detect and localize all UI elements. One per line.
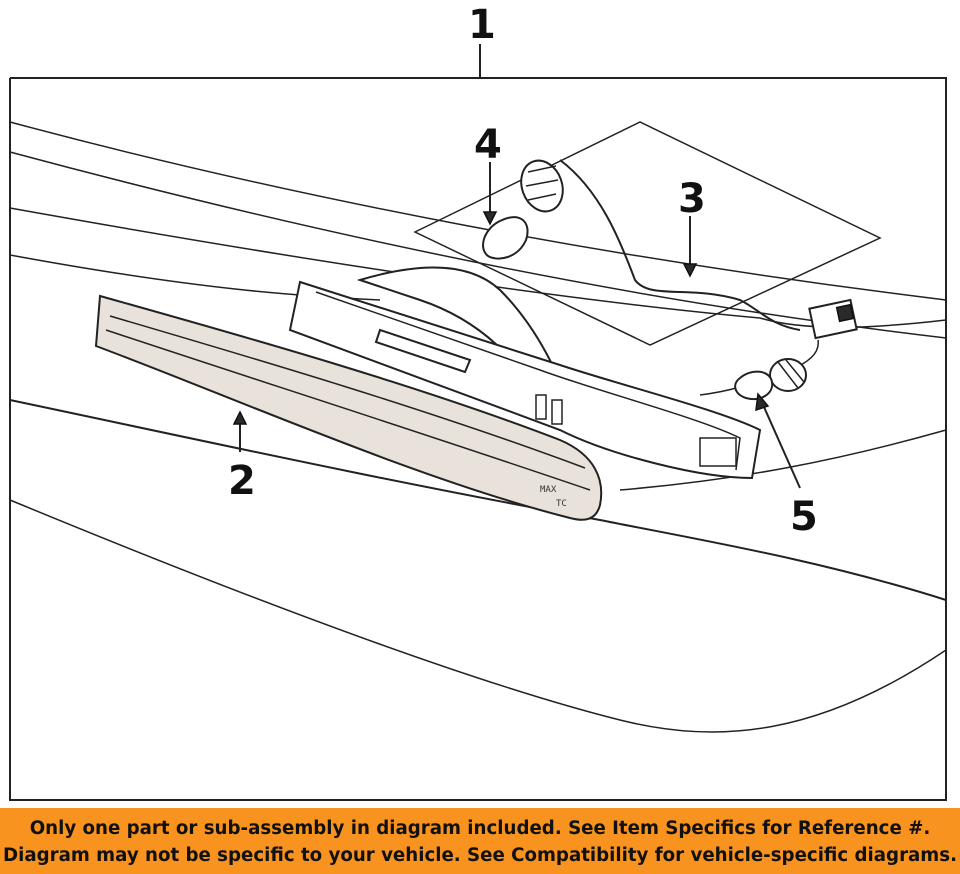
callout-5: 5: [790, 494, 818, 540]
callout-3: 3: [678, 176, 706, 222]
parts-diagram-drawing: MAX TC: [9, 2, 947, 801]
disclaimer-banner: Only one part or sub-assembly in diagram…: [0, 808, 960, 874]
lens-marking: MAX: [540, 485, 557, 495]
bulb-and-socket: [482, 159, 564, 260]
callout-4: 4: [474, 122, 502, 168]
wire-harness: [413, 121, 882, 396]
assembly-frame: [9, 44, 947, 801]
socket-bulb: [734, 358, 807, 400]
side-marker-lens: MAX TC: [94, 294, 603, 521]
disclaimer-line-2: Diagram may not be specific to your vehi…: [3, 845, 957, 866]
disclaimer-line-1: Only one part or sub-assembly in diagram…: [29, 818, 931, 839]
lens-marking-2: TC: [556, 499, 567, 509]
leader-lines: [232, 162, 801, 489]
headlamp-housing: [288, 266, 762, 480]
parts-diagram: MAX TC: [9, 2, 947, 801]
callout-1: 1: [468, 2, 496, 48]
callout-2: 2: [228, 458, 256, 504]
callouts: 1 2 3 4 5: [228, 2, 818, 540]
